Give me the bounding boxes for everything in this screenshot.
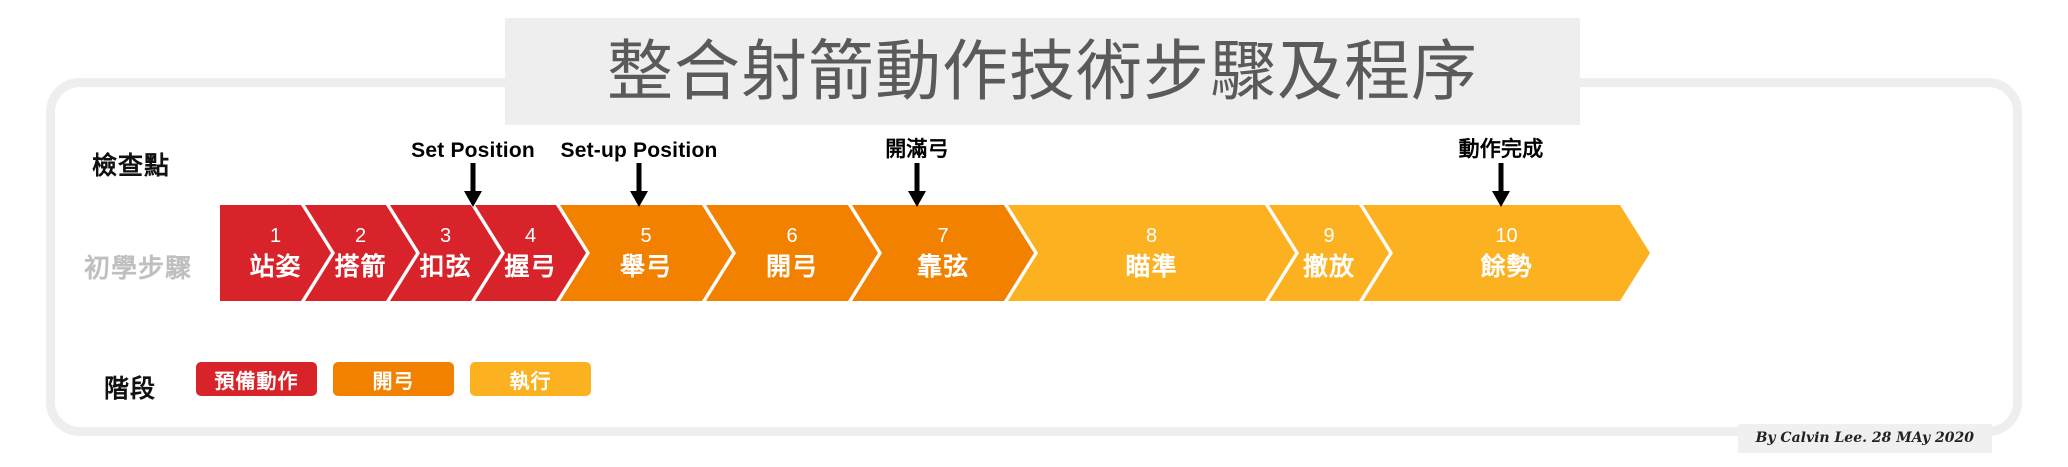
step-name: 撤放 (1302, 253, 1355, 281)
step-name: 搭箭 (334, 253, 387, 281)
arrow-down-icon (630, 163, 648, 207)
title-banner: 整合射箭動作技術步驟及程序 (505, 18, 1580, 125)
step-name: 扣弦 (419, 253, 472, 281)
arrow-down-icon (464, 163, 482, 207)
legend-chip-3[interactable]: 執行 (470, 362, 591, 396)
credit-note: By Calvin Lee. 28 MAy 2020 (1737, 424, 1992, 453)
arrow-down-icon (1492, 163, 1510, 207)
step-number: 9 (1323, 225, 1335, 247)
step-name: 站姿 (249, 253, 302, 281)
arrow-down-icon (908, 163, 926, 207)
step-number: 10 (1495, 225, 1518, 247)
step-number: 4 (524, 225, 537, 247)
step-number: 5 (640, 225, 652, 247)
checkpoint-marker-3: 開滿弓 (885, 138, 949, 207)
step-name: 餘勢 (1480, 253, 1533, 281)
checkpoint-label: Set-up Position (560, 139, 718, 162)
checkpoint-label: 開滿弓 (885, 138, 949, 161)
step-number: 3 (439, 225, 452, 247)
process-step-8[interactable]: 8 瞄準 (1008, 205, 1295, 301)
process-step-strip: 1 站姿 2 搭箭 3 扣弦 4 握弓 5 舉弓 6 開弓 7 靠弦 8 瞄準 9 撤放 10 餘勢 (220, 205, 1624, 301)
checkpoint-marker-1: Set Position (411, 139, 535, 207)
phase-legend: 預備動作開弓執行 (196, 362, 591, 396)
step-name: 瞄準 (1125, 253, 1178, 281)
step-number: 8 (1145, 225, 1158, 247)
step-name: 開弓 (765, 253, 818, 281)
legend-chip-1[interactable]: 預備動作 (196, 362, 317, 396)
row-label-phase: 階段 (104, 375, 157, 403)
row-label-checkpoint: 檢查點 (92, 152, 171, 180)
page-title: 整合射箭動作技術步驟及程序 (607, 32, 1478, 110)
row-label-steps: 初學步驟 (84, 253, 193, 283)
legend-chip-2[interactable]: 開弓 (333, 362, 454, 396)
step-number: 7 (937, 225, 949, 247)
process-step-7[interactable]: 7 靠弦 (852, 205, 1034, 301)
step-number: 1 (269, 225, 282, 247)
checkpoint-marker-4: 動作完成 (1459, 138, 1543, 207)
checkpoint-label: 動作完成 (1458, 138, 1544, 161)
step-name: 握弓 (504, 253, 557, 281)
step-name: 舉弓 (619, 253, 672, 281)
step-number: 6 (786, 225, 798, 247)
process-step-10[interactable]: 10 餘勢 (1363, 205, 1650, 301)
step-number: 2 (354, 225, 367, 247)
checkpoint-label: Set Position (411, 139, 535, 162)
checkpoint-marker-2: Set-up Position (561, 139, 717, 207)
step-name: 靠弦 (916, 253, 969, 281)
